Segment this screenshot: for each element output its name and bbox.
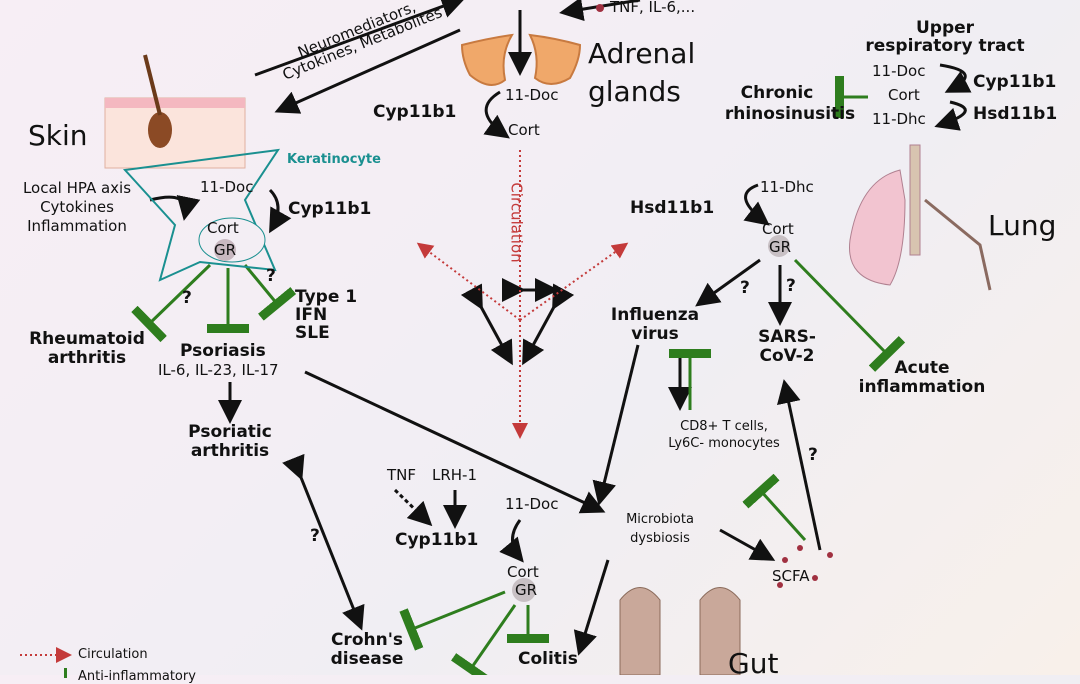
skin-title: Skin bbox=[28, 119, 88, 152]
keratinocyte-cell-icon bbox=[122, 148, 281, 282]
lung-icon bbox=[849, 144, 992, 291]
gut-cyp: Cyp11b1 bbox=[395, 530, 479, 550]
lung-title: Lung bbox=[988, 209, 1057, 242]
skin-section-icon bbox=[104, 54, 246, 169]
upper-resp-cort: Cort bbox=[888, 86, 920, 104]
type1-ifn-2: IFN bbox=[295, 305, 328, 325]
legend-anti-inflammatory: Anti-inflammatory bbox=[78, 669, 196, 684]
psa-2: arthritis bbox=[190, 441, 270, 461]
cells-2: Ly6C- monocytes bbox=[668, 436, 780, 451]
dysbiosis-1: Microbiota bbox=[626, 512, 694, 527]
ra-2: arthritis bbox=[47, 348, 127, 368]
gut-cort: Cort bbox=[507, 563, 539, 581]
gut-gr: GR bbox=[515, 581, 538, 599]
psoriasis-cytokines: IL-6, IL-23, IL-17 bbox=[158, 361, 279, 379]
crohn-2: disease bbox=[330, 649, 404, 669]
influenza-1: Influenza bbox=[610, 305, 700, 325]
adrenal-gland-icon bbox=[460, 33, 582, 86]
type1-ifn-1: Type 1 bbox=[295, 287, 358, 307]
legend-circulation: Circulation bbox=[78, 647, 148, 662]
gut-lrh1: LRH-1 bbox=[432, 466, 478, 484]
skin-question-1: ? bbox=[266, 266, 276, 286]
scfa-question: ? bbox=[808, 445, 818, 465]
skin-doc: 11-Doc bbox=[200, 178, 254, 196]
lung-hsd: Hsd11b1 bbox=[630, 198, 715, 218]
rhinosinusitis-1: Chronic bbox=[740, 83, 814, 103]
lung-gr: GR bbox=[769, 238, 792, 256]
sars-1: SARS- bbox=[758, 327, 816, 347]
crohn-1: Crohn's bbox=[330, 630, 404, 650]
skin-input-3: Inflammation bbox=[27, 217, 127, 235]
influenza-2: virus bbox=[631, 324, 679, 344]
lung-question-1: ? bbox=[740, 278, 750, 298]
acute-1: Acute bbox=[894, 358, 950, 378]
psa-crohn-question: ? bbox=[310, 526, 320, 546]
adrenal-title-1: Adrenal bbox=[588, 37, 696, 70]
cells-1: CD8+ T cells, bbox=[680, 419, 768, 434]
acute-2: inflammation bbox=[858, 377, 986, 397]
type1-ifn-3: SLE bbox=[295, 323, 330, 343]
ra-1: Rheumatoid bbox=[29, 329, 145, 349]
keratinocyte-label: Keratinocyte bbox=[287, 152, 381, 167]
adrenal-cort: Cort bbox=[508, 121, 540, 139]
upper-resp-title-2: respiratory tract bbox=[865, 36, 1025, 56]
skin-question-2: ? bbox=[182, 288, 192, 308]
gut-title: Gut bbox=[728, 647, 779, 680]
skin-gr: GR bbox=[214, 241, 237, 259]
legend-inhibit-icon bbox=[64, 668, 67, 678]
skin-input-1: Local HPA axis bbox=[22, 179, 132, 197]
circulation-label: Circulation bbox=[507, 182, 526, 263]
dysbiosis-2: dysbiosis bbox=[630, 531, 690, 546]
lung-cort: Cort bbox=[762, 220, 794, 238]
upper-resp-hsd: Hsd11b1 bbox=[973, 104, 1058, 124]
adrenal-doc: 11-Doc bbox=[505, 86, 559, 104]
upper-resp-title-1: Upper bbox=[915, 18, 975, 38]
lung-dhc: 11-Dhc bbox=[760, 178, 814, 196]
scfa-label: SCFA bbox=[772, 567, 810, 585]
upper-resp-dhc: 11-Dhc bbox=[872, 110, 926, 128]
cytokines-label: TNF, IL-6,... bbox=[610, 0, 696, 16]
gut-villi-icon bbox=[619, 587, 741, 675]
gut-tnf: TNF bbox=[387, 466, 417, 484]
adrenal-enzyme: Cyp11b1 bbox=[373, 102, 457, 122]
lung-question-2: ? bbox=[786, 276, 796, 296]
adrenal-title-2: glands bbox=[588, 75, 681, 108]
sars-2: CoV-2 bbox=[759, 346, 815, 366]
psoriasis-label: Psoriasis bbox=[180, 341, 266, 361]
rhinosinusitis-2: rhinosinusitis bbox=[724, 104, 856, 124]
colitis-label: Colitis bbox=[518, 649, 578, 669]
skin-cyp: Cyp11b1 bbox=[288, 199, 372, 219]
psa-1: Psoriatic bbox=[188, 422, 272, 442]
gut-doc: 11-Doc bbox=[505, 495, 559, 513]
skin-input-2: Cytokines bbox=[40, 198, 114, 216]
skin-cort: Cort bbox=[207, 219, 239, 237]
upper-resp-doc: 11-Doc bbox=[872, 62, 926, 80]
upper-resp-cyp: Cyp11b1 bbox=[973, 72, 1057, 92]
